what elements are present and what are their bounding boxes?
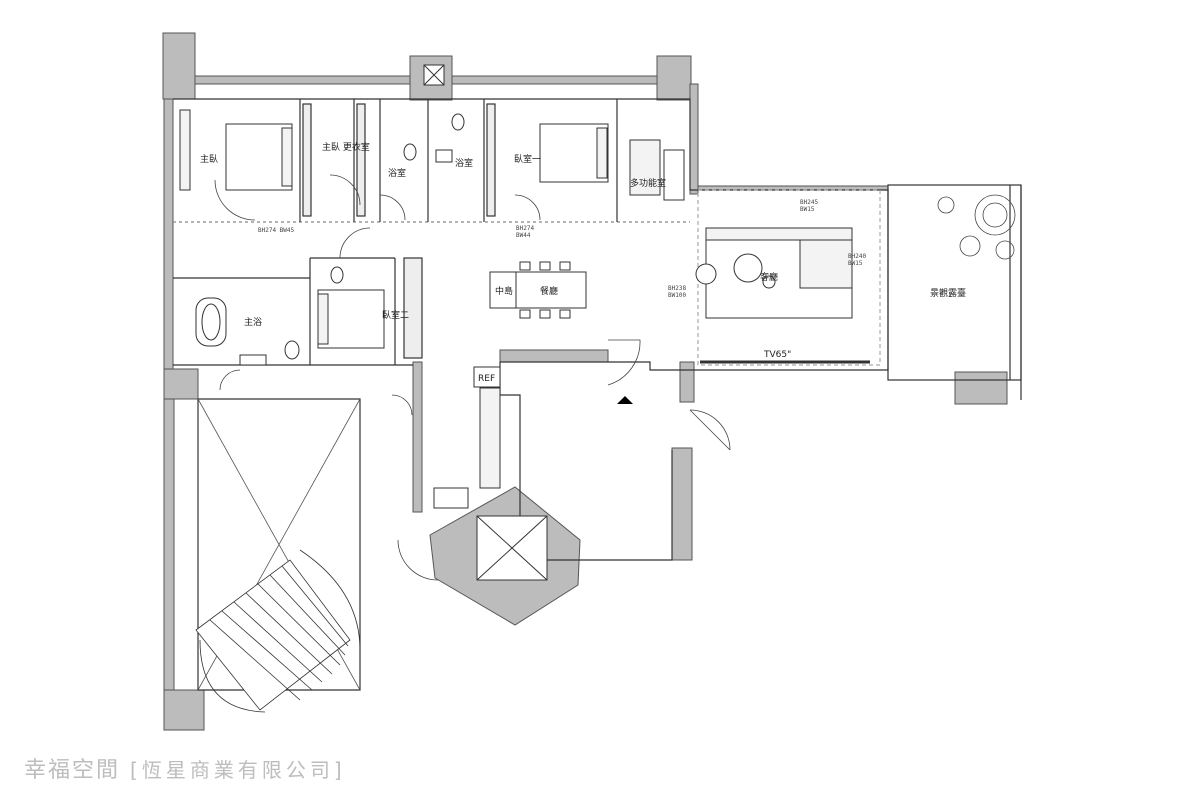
label-living: 客廳 [760,271,778,283]
label-bath-a: 浴室 [388,167,406,179]
dim-center-2: BW44 [516,232,531,239]
label-multi-room: 多功能室 [630,177,666,189]
label-fridge: REF [478,374,495,384]
dim-top-left: BH274 BW45 [258,227,295,234]
furniture [179,109,870,509]
label-dining: 餐廳 [540,285,558,297]
watermark: 幸福空間 [恆星商業有限公司] [24,752,346,784]
dim-living-1: BH245 [800,199,818,206]
label-bedroom-one: 臥室一 [514,153,541,165]
label-master-closet: 主臥 更衣室 [322,141,370,153]
dining-table [515,271,587,309]
door-swings [214,174,731,581]
label-bedroom-two: 臥室二 [382,309,409,321]
label-terrace: 景觀露臺 [930,287,966,299]
brand-logo: 幸福空間 [24,758,121,783]
bedroom-two-bed [317,289,385,349]
label-bath-b: 浴室 [455,157,473,169]
elevator-shaft [423,64,548,581]
dim-sofa-1: BH238 [668,285,686,292]
company-name: [恆星商業有限公司] [130,757,346,782]
dim-sofa-2: BW100 [668,292,686,299]
dim-center-1: BH274 [516,225,534,232]
fridge [473,366,501,388]
dim-living-2: BW15 [800,206,815,213]
label-master-bath: 主浴 [244,316,262,328]
label-island: 中島 [495,285,513,297]
room-labels: 主臥 主臥 更衣室 浴室 浴室 臥室一 多功能室 主浴 臥室二 中島 餐廳 客廳… [200,141,966,384]
staircase [195,549,361,713]
dim-right-2: BW15 [848,260,863,267]
label-master-bedroom: 主臥 [200,153,218,165]
dimension-labels: BH274 BW45 BH274 BW44 BH245 BW15 BH238 B… [258,199,866,299]
terrace-plants [937,194,1016,260]
entrance-arrow-icon [617,396,633,404]
master-bed [225,123,293,191]
dim-right-1: BH240 [848,253,866,260]
label-tv: TV65" [763,350,791,360]
